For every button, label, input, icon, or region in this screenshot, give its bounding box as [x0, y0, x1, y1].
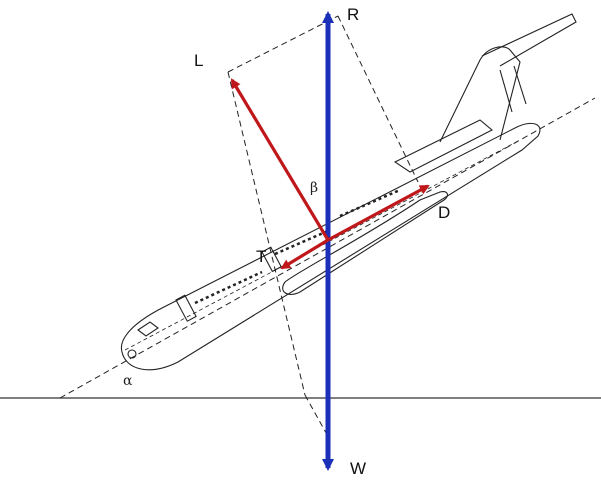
construction-line-top: [227, 15, 339, 73]
wing: [282, 191, 449, 295]
window-row-mid: [274, 228, 331, 256]
horizontal-stabilizer: [481, 13, 577, 67]
engine-nacelle: [393, 119, 493, 173]
fuselage-centerline: [124, 139, 521, 351]
nose-detail: [127, 349, 137, 359]
lift-force-arrow: [230, 78, 330, 241]
thrust-force-arrow: [280, 238, 329, 270]
tail-detail-2: [513, 65, 527, 105]
construction-line-right: [337, 15, 419, 183]
aircraft: [120, 13, 577, 371]
label-weight: W: [350, 459, 366, 478]
label-thrust: T: [256, 247, 266, 266]
tail-detail-1: [499, 69, 513, 113]
flight-path-line: [59, 97, 596, 399]
label-lift: L: [194, 51, 203, 70]
construction-line-left: [227, 71, 306, 396]
drag-force-arrow: [327, 184, 430, 242]
window-row-front: [194, 270, 263, 305]
vertical-tail: [439, 46, 521, 143]
front-door: [175, 294, 197, 322]
label-beta: β: [310, 180, 318, 196]
window-row-rear: [339, 188, 401, 218]
label-alpha: α: [123, 373, 133, 389]
label-drag: D: [438, 203, 450, 222]
fuselage-outline: [120, 122, 541, 371]
label-resultant: R: [347, 5, 359, 24]
cockpit-window: [137, 321, 159, 337]
